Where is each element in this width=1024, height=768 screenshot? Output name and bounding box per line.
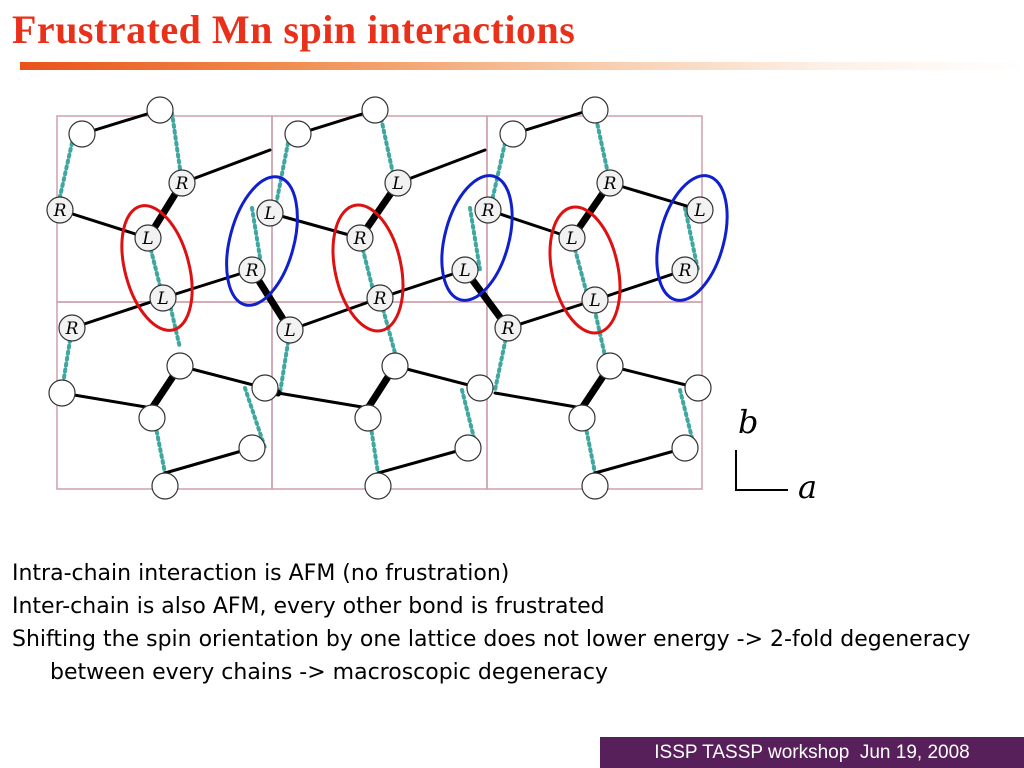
site-label-r: R [501,319,515,339]
site-label-l: L [141,229,153,249]
site-r: R [58,314,86,342]
site-r: R [671,256,699,284]
site-label-r: R [175,174,189,194]
bullet-item: Inter-chain is also AFM, every other bon… [12,594,605,619]
spin-lattice-figure: R R R R R R R R [46,96,817,506]
site-r: R [346,224,374,252]
site-label-r: R [481,201,495,221]
solid-bonds [58,108,702,475]
site-l: L [581,286,609,314]
site-r: R [366,284,394,312]
site-label-r: R [678,261,692,281]
red-ellipse [120,204,194,332]
site-label-r: R [65,319,79,339]
title-underline [20,62,1024,70]
blue-ellipse [440,174,514,302]
site-r: R [596,169,624,197]
site-label-l: L [283,321,295,341]
site-label-r: R [353,229,367,249]
site-l: L [451,256,479,284]
axis-label-a: a [798,468,817,506]
site-l: L [558,224,586,252]
site-r: R [168,169,196,197]
site-label-l: L [391,174,403,194]
site-label-l: L [693,201,705,221]
footer-banner: ISSP TASSP workshop Jun 19, 2008 [600,737,1024,768]
site-label-l: L [565,229,577,249]
plain-sites [48,96,712,500]
site-label-l: L [263,204,275,224]
red-ellipse [331,203,405,333]
r-sites: R R R R R R R R [46,169,699,342]
site-r: R [46,196,74,224]
site-l: L [686,196,714,224]
red-ellipse [548,205,622,335]
site-l: L [149,284,177,312]
bullet-item: Shifting the spin orientation by one lat… [12,627,971,685]
blue-ellipse [225,175,299,307]
bullet-item: Intra-chain interaction is AFM (no frust… [12,561,510,586]
site-l: L [384,169,412,197]
site-label-r: R [373,289,387,309]
page-title: Frustrated Mn spin interactions [12,7,576,52]
site-l: L [256,199,284,227]
site-label-l: L [156,289,168,309]
site-r: R [494,314,522,342]
site-r: R [474,196,502,224]
site-label-l: L [588,291,600,311]
site-label-r: R [53,201,67,221]
site-label-l: L [458,261,470,281]
site-label-r: R [245,261,259,281]
bullet-list: Intra-chain interaction is AFM (no frust… [12,557,1017,689]
highlight-ellipses [120,174,729,335]
site-l: L [134,224,162,252]
axis-label-b: b [738,403,758,441]
site-label-r: R [603,174,617,194]
l-sites: L L L L L L L L [134,169,714,344]
site-r: R [238,256,266,284]
blue-ellipse [655,174,729,302]
axis-indicator: b a [735,403,817,506]
site-l: L [276,316,304,344]
